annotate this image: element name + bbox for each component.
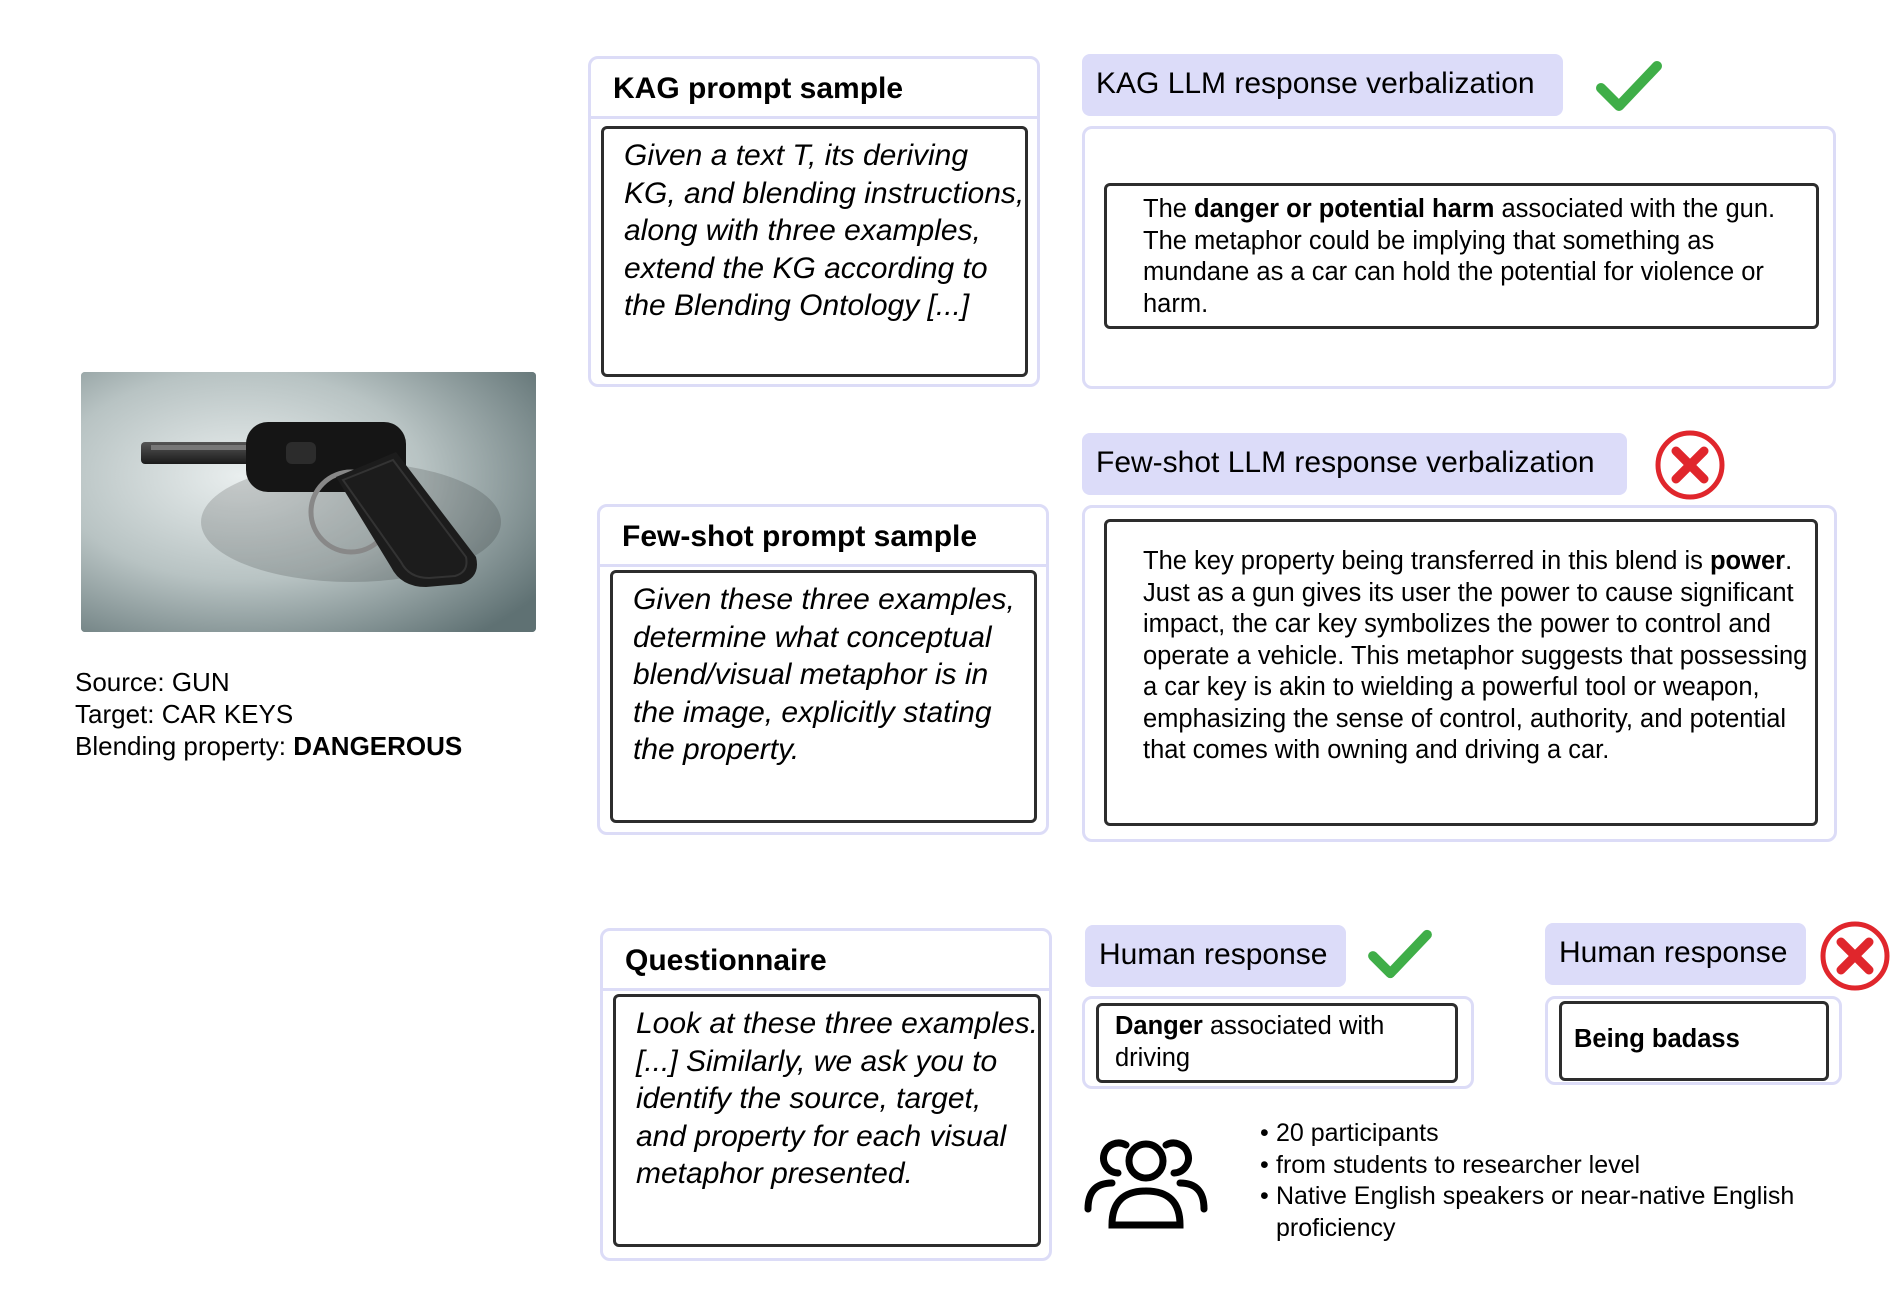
- check-icon: [1595, 56, 1663, 116]
- property-line: Blending property: DANGEROUS: [75, 730, 462, 762]
- human-response-bold-2: Being badass: [1574, 1025, 1740, 1053]
- human-response-card-2: Being badass: [1545, 996, 1842, 1085]
- check-icon: [1367, 925, 1433, 983]
- participants-bullet: from students to researcher level: [1260, 1150, 1860, 1182]
- fewshot-response-text: The key property being transferred in th…: [1107, 522, 1815, 767]
- human-response-post-1: associated with driving: [1115, 1012, 1385, 1072]
- human-response-text-2: Being badass: [1562, 1004, 1826, 1056]
- human-response-box-1: Danger associated with driving: [1096, 1003, 1458, 1083]
- human-response-bold-1: Danger: [1115, 1012, 1203, 1040]
- questionnaire-text: Look at these three examples. [...] Simi…: [636, 1007, 1038, 1190]
- kag-prompt-card: KAG prompt sample Given a text T, its de…: [588, 56, 1040, 387]
- human-response-text-1: Danger associated with driving: [1099, 1006, 1455, 1074]
- kag-prompt-box: Given a text T, its deriving KG, and ble…: [601, 126, 1028, 377]
- kag-response-pre: The: [1143, 195, 1195, 223]
- fewshot-response-box: The key property being transferred in th…: [1104, 519, 1818, 826]
- source-info: Source: GUN Target: CAR KEYS Blending pr…: [75, 666, 462, 762]
- kag-response-box: The danger or potential harm associated …: [1104, 183, 1819, 329]
- questionnaire-title: Questionnaire: [603, 931, 1049, 991]
- human-response-box-2: Being badass: [1559, 1001, 1829, 1081]
- kag-response-card: The danger or potential harm associated …: [1082, 126, 1836, 389]
- fewshot-prompt-text: Given these three examples, determine wh…: [633, 583, 1015, 766]
- kag-response-post: associated with the gun. The metaphor co…: [1143, 195, 1776, 318]
- cross-icon: [1819, 920, 1891, 992]
- fewshot-prompt-box: Given these three examples, determine wh…: [610, 570, 1037, 823]
- fewshot-prompt-card: Few-shot prompt sample Given these three…: [597, 504, 1049, 835]
- source-line: Source: GUN: [75, 667, 230, 697]
- questionnaire-box: Look at these three examples. [...] Simi…: [613, 994, 1041, 1247]
- target-line: Target: CAR KEYS: [75, 699, 294, 729]
- participants-list: 20 participants from students to researc…: [1260, 1118, 1860, 1244]
- kag-prompt-title: KAG prompt sample: [591, 59, 1037, 119]
- fewshot-prompt-title: Few-shot prompt sample: [600, 507, 1046, 567]
- people-group-icon: [1082, 1125, 1210, 1233]
- fewshot-response-post: . Just as a gun gives its user the power…: [1143, 547, 1808, 764]
- fewshot-response-pre: The key property being transferred in th…: [1143, 547, 1710, 575]
- human-response-label-2: Human response: [1545, 923, 1806, 985]
- fewshot-response-bold: power: [1709, 547, 1786, 575]
- fewshot-response-card: The key property being transferred in th…: [1082, 505, 1837, 842]
- cross-icon: [1654, 429, 1726, 501]
- kag-response-bold: danger or potential harm: [1194, 195, 1495, 223]
- questionnaire-card: Questionnaire Look at these three exampl…: [600, 928, 1052, 1261]
- car-key-gun-image: [81, 372, 536, 632]
- fewshot-response-label: Few-shot LLM response verbalization: [1082, 433, 1627, 495]
- participants-bullet: 20 participants: [1260, 1118, 1860, 1150]
- human-response-card-1: Danger associated with driving: [1082, 996, 1474, 1089]
- human-response-label-1: Human response: [1085, 925, 1346, 987]
- property-value: DANGEROUS: [293, 731, 463, 761]
- kag-response-text: The danger or potential harm associated …: [1107, 186, 1816, 320]
- property-prefix: Blending property:: [75, 731, 294, 761]
- participants-bullet: Native English speakers or near-native E…: [1260, 1181, 1860, 1244]
- kag-response-label: KAG LLM response verbalization: [1082, 54, 1563, 116]
- gun-car-key-photo: [81, 372, 536, 632]
- kag-prompt-text: Given a text T, its deriving KG, and ble…: [624, 139, 1025, 322]
